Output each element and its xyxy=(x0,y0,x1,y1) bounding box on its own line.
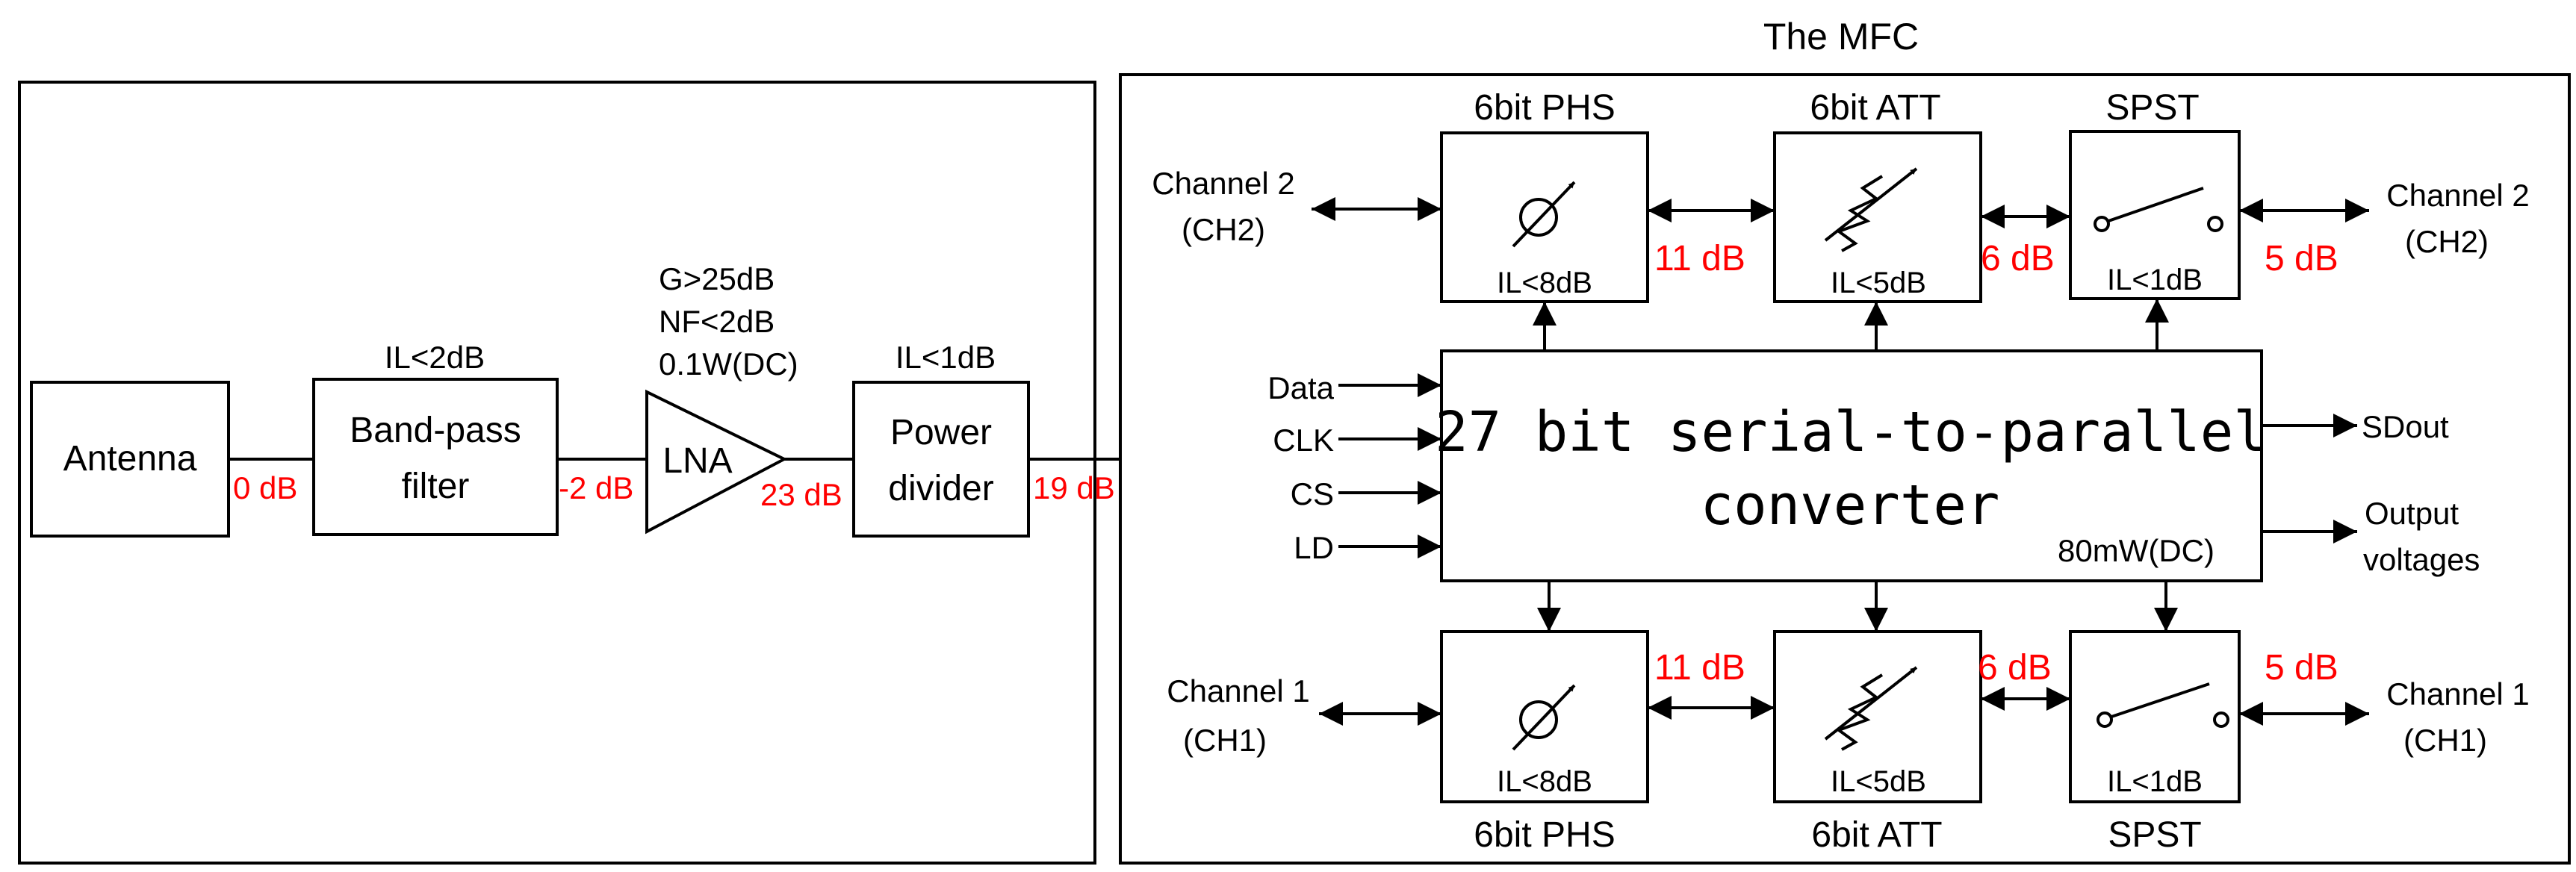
converter-power: 80mW(DC) xyxy=(2058,533,2215,568)
ch2-att-title: 6bit ATT xyxy=(1810,88,1940,128)
ch1-level-phs-att: 11 dB xyxy=(1654,648,1745,688)
ch2-spst-title: SPST xyxy=(2105,88,2199,128)
serial-to-parallel-converter-block: 27 bit serial-to-parallel converter 80mW… xyxy=(1435,349,2267,582)
output-sdout-label: SDout xyxy=(2362,409,2449,444)
level-lna-out: 23 dB xyxy=(760,477,842,512)
switch-icon xyxy=(2094,187,2223,232)
ch1-attenuator-block: IL<5dB 6bit ATT xyxy=(1773,630,1982,855)
variable-resistor-icon xyxy=(1824,167,1918,252)
input-data-label: Data xyxy=(1267,370,1334,405)
ch2-spst-il: IL<1dB xyxy=(2107,264,2203,296)
antenna-label: Antenna xyxy=(63,439,197,479)
control-inputs: Data CLK CS LD xyxy=(1267,370,1441,565)
ch1-right-label-line2: (CH1) xyxy=(2403,723,2487,758)
output-voltages-label-line1: Output xyxy=(2365,496,2459,531)
ch1-level-out: 5 dB xyxy=(2265,648,2338,688)
input-ld-label: LD xyxy=(1294,530,1334,565)
ch1-right-label-line1: Channel 1 xyxy=(2386,676,2529,711)
ch2-left-label-line1: Channel 2 xyxy=(1152,166,1294,201)
divider-spec: IL<1dB xyxy=(896,340,996,375)
ch2-attenuator-block: 6bit ATT IL<5dB xyxy=(1773,88,1982,303)
bpf-label-line2: filter xyxy=(402,467,470,506)
ch1-att-il: IL<5dB xyxy=(1831,765,1926,798)
level-divider-out: 19 dB xyxy=(1033,470,1115,505)
ch2-phs-il: IL<8dB xyxy=(1497,267,1592,299)
ch2-right-port: Channel 2 (CH2) xyxy=(2386,178,2529,259)
ch2-right-label-line1: Channel 2 xyxy=(2386,178,2529,213)
ch1-att-title: 6bit ATT xyxy=(1811,815,1942,855)
converter-label-line1: 27 bit serial-to-parallel xyxy=(1435,400,2267,464)
ch1-level-att-spst: 6 dB xyxy=(1978,648,2052,688)
lna-block: G>25dB NF<2dB 0.1W(DC) LNA xyxy=(645,261,798,535)
ch2-level-phs-att: 11 dB xyxy=(1654,239,1745,278)
lna-nf: NF<2dB xyxy=(659,304,775,339)
bpf-label-line1: Band-pass xyxy=(350,411,521,450)
ch2-spst-block: SPST IL<1dB xyxy=(2069,88,2241,300)
ch1-phs-title: 6bit PHS xyxy=(1474,815,1615,855)
ch2-att-il: IL<5dB xyxy=(1831,267,1926,299)
lna-amplifier-triangle xyxy=(645,389,788,535)
converter-label-line2: converter xyxy=(1701,473,2000,538)
input-cs-label: CS xyxy=(1291,476,1334,511)
ch1-left-label-line2: (CH1) xyxy=(1183,723,1267,758)
input-clk-label: CLK xyxy=(1273,423,1334,458)
level-bpf-out: -2 dB xyxy=(559,470,633,505)
antenna-block: Antenna xyxy=(30,381,230,538)
divider-label-line1: Power xyxy=(890,413,992,452)
front-end-panel xyxy=(18,81,1096,865)
level-antenna-out: 0 dB xyxy=(233,470,297,505)
lna-power: 0.1W(DC) xyxy=(659,346,798,382)
ch1-spst-block: IL<1dB SPST xyxy=(2069,630,2241,855)
ch1-right-port: Channel 1 (CH1) xyxy=(2386,676,2529,758)
ch2-left-label-line2: (CH2) xyxy=(1182,212,1265,247)
ch1-phs-il: IL<8dB xyxy=(1497,765,1592,798)
output-voltages-label-line2: voltages xyxy=(2363,542,2480,577)
phase-shifter-icon xyxy=(1512,181,1576,248)
phase-shifter-icon xyxy=(1512,684,1576,751)
ch2-left-port: Channel 2 (CH2) xyxy=(1152,166,1294,247)
ch2-level-att-spst: 6 dB xyxy=(1981,239,2055,278)
bandpass-filter-block: IL<2dB Band-pass filter xyxy=(312,340,559,536)
ch2-phase-shifter-block: 6bit PHS IL<8dB xyxy=(1440,88,1649,303)
ch2-level-out: 5 dB xyxy=(2265,239,2338,278)
lna-label: LNA xyxy=(662,441,732,481)
ch1-left-port: Channel 1 (CH1) xyxy=(1167,673,1309,758)
bpf-spec: IL<2dB xyxy=(385,340,485,375)
ch2-right-label-line2: (CH2) xyxy=(2405,224,2489,259)
variable-resistor-icon xyxy=(1824,666,1918,751)
mfc-panel xyxy=(1119,73,2571,865)
divider-label-line2: divider xyxy=(888,469,993,508)
switch-icon xyxy=(2097,682,2229,728)
lna-gain: G>25dB xyxy=(659,261,775,296)
ch1-spst-title: SPST xyxy=(2108,815,2201,855)
ch2-phs-title: 6bit PHS xyxy=(1474,88,1615,128)
ch1-spst-il: IL<1dB xyxy=(2107,765,2203,798)
ch1-left-label-line1: Channel 1 xyxy=(1167,673,1309,708)
converter-outputs: SDout Output voltages xyxy=(2262,409,2480,577)
power-divider-block: IL<1dB Power divider xyxy=(852,340,1030,538)
mfc-title: The MFC xyxy=(1763,16,1919,57)
ch1-phase-shifter-block: IL<8dB 6bit PHS xyxy=(1440,630,1649,855)
